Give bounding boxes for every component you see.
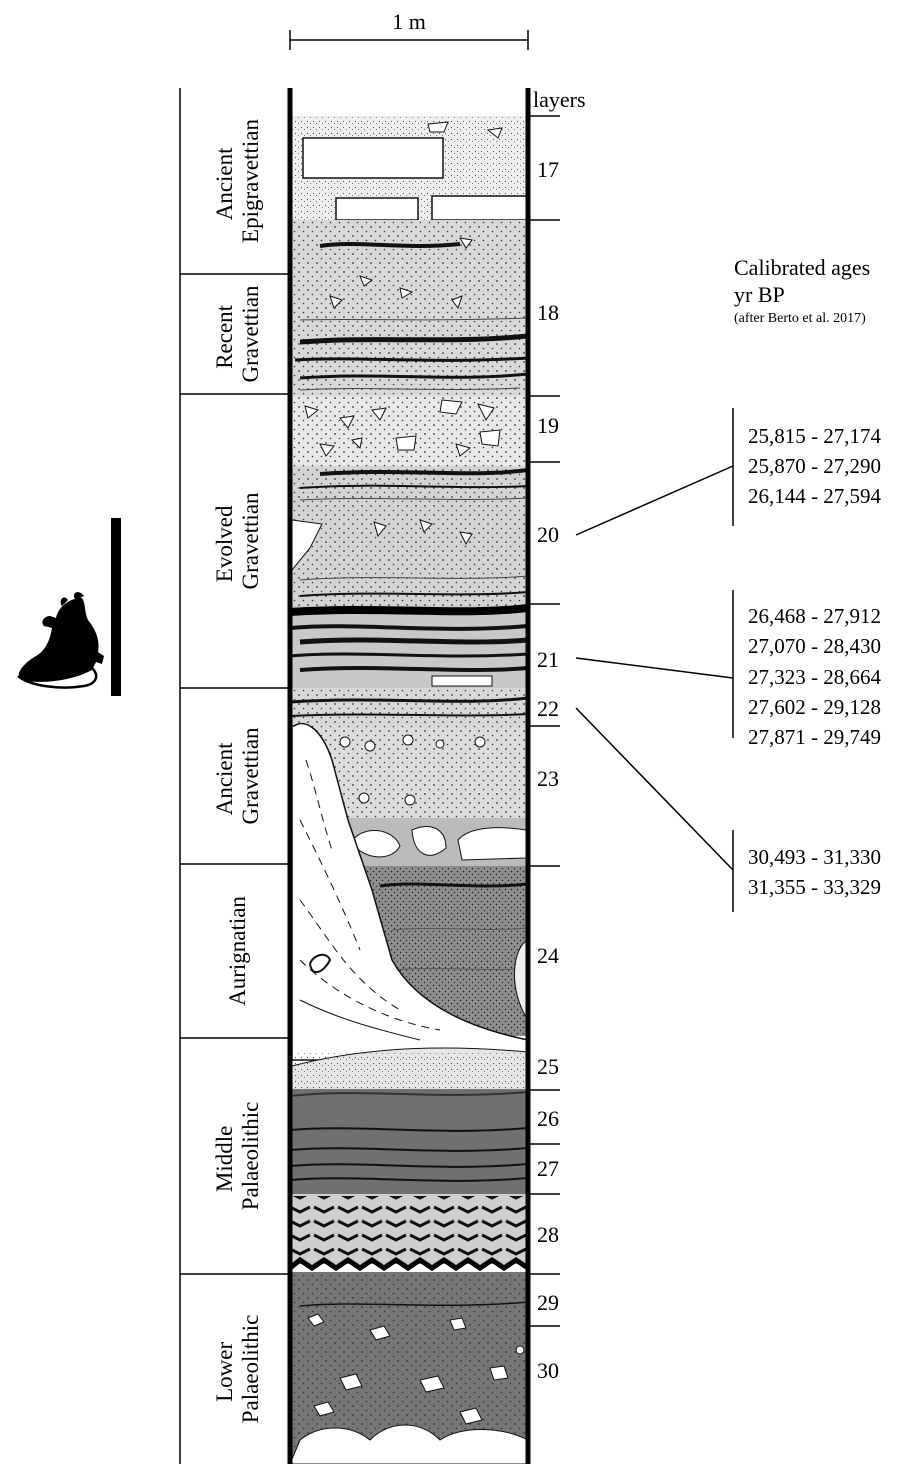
age-range: 30,493 - 31,330 bbox=[748, 845, 881, 869]
period-lower-palaeolithic: Lower Palaeolithic bbox=[212, 1315, 263, 1424]
layer-label: 22 bbox=[537, 696, 559, 721]
age-range: 26,144 - 27,594 bbox=[748, 484, 881, 508]
layer-label: 21 bbox=[537, 647, 559, 672]
age-group-layer-20: 25,815 - 27,174 25,870 - 27,290 26,144 -… bbox=[575, 408, 881, 536]
svg-text:yr BP: yr BP bbox=[734, 282, 785, 307]
period-recent-gravettian: Recent Gravettian bbox=[212, 285, 263, 383]
layer-label: 17 bbox=[537, 157, 559, 182]
period-column: Ancient Epigravettian Recent Gravettian … bbox=[179, 88, 290, 1464]
period-middle-palaeolithic: Middle Palaeolithic bbox=[212, 1102, 263, 1211]
connector-line bbox=[575, 707, 734, 871]
scale-label: 1 m bbox=[392, 9, 426, 34]
age-range: 27,070 - 28,430 bbox=[748, 634, 881, 658]
svg-text:Calibrated ages: Calibrated ages bbox=[734, 255, 870, 280]
mouse-icon bbox=[17, 592, 104, 689]
layer-label: 30 bbox=[537, 1358, 559, 1383]
layer-label: 27 bbox=[537, 1156, 559, 1181]
period-ancient-gravettian: Ancient Gravettian bbox=[212, 727, 263, 825]
layer-label: 20 bbox=[537, 522, 559, 547]
age-range: 27,323 - 28,664 bbox=[748, 665, 881, 689]
layer-label: 25 bbox=[537, 1054, 559, 1079]
rodent-occurrence-bar bbox=[111, 518, 121, 696]
layer-label: 26 bbox=[537, 1106, 559, 1131]
layer-label: 28 bbox=[537, 1222, 559, 1247]
age-group-layer-21: 26,468 - 27,912 27,070 - 28,430 27,323 -… bbox=[575, 590, 881, 749]
layer-labels: layers 17 18 19 20 21 22 23 24 25 26 27 … bbox=[533, 87, 586, 1383]
layer-label: 19 bbox=[537, 413, 559, 438]
age-range: 25,815 - 27,174 bbox=[748, 424, 881, 448]
age-range: 25,870 - 27,290 bbox=[748, 454, 881, 478]
age-range: 27,602 - 29,128 bbox=[748, 695, 881, 719]
period-ancient-epigravettian: Ancient Epigravettian bbox=[212, 119, 263, 243]
scale-bar: 1 m bbox=[289, 9, 529, 50]
connector-line bbox=[575, 465, 734, 536]
svg-text:(after Berto et al. 2017): (after Berto et al. 2017) bbox=[734, 311, 866, 326]
period-aurignatian: Aurignatian bbox=[225, 896, 250, 1006]
calibrated-ages-header: Calibrated ages yr BP (after Berto et al… bbox=[734, 255, 870, 326]
layer-label: 18 bbox=[537, 300, 559, 325]
layer-label: 23 bbox=[537, 766, 559, 791]
period-evolved-gravettian: Evolved Gravettian bbox=[212, 492, 263, 590]
age-range: 31,355 - 33,329 bbox=[748, 875, 881, 899]
age-range: 27,871 - 29,749 bbox=[748, 725, 881, 749]
layer-label: 29 bbox=[537, 1290, 559, 1315]
layers-header: layers bbox=[533, 87, 586, 112]
layer-boundary-ticks bbox=[528, 115, 560, 1327]
connector-line bbox=[575, 657, 734, 679]
age-range: 26,468 - 27,912 bbox=[748, 604, 881, 628]
age-group-layer-22: 30,493 - 31,330 31,355 - 33,329 bbox=[575, 707, 881, 912]
stratigraphic-column bbox=[290, 88, 528, 1464]
layer-label: 24 bbox=[537, 943, 559, 968]
